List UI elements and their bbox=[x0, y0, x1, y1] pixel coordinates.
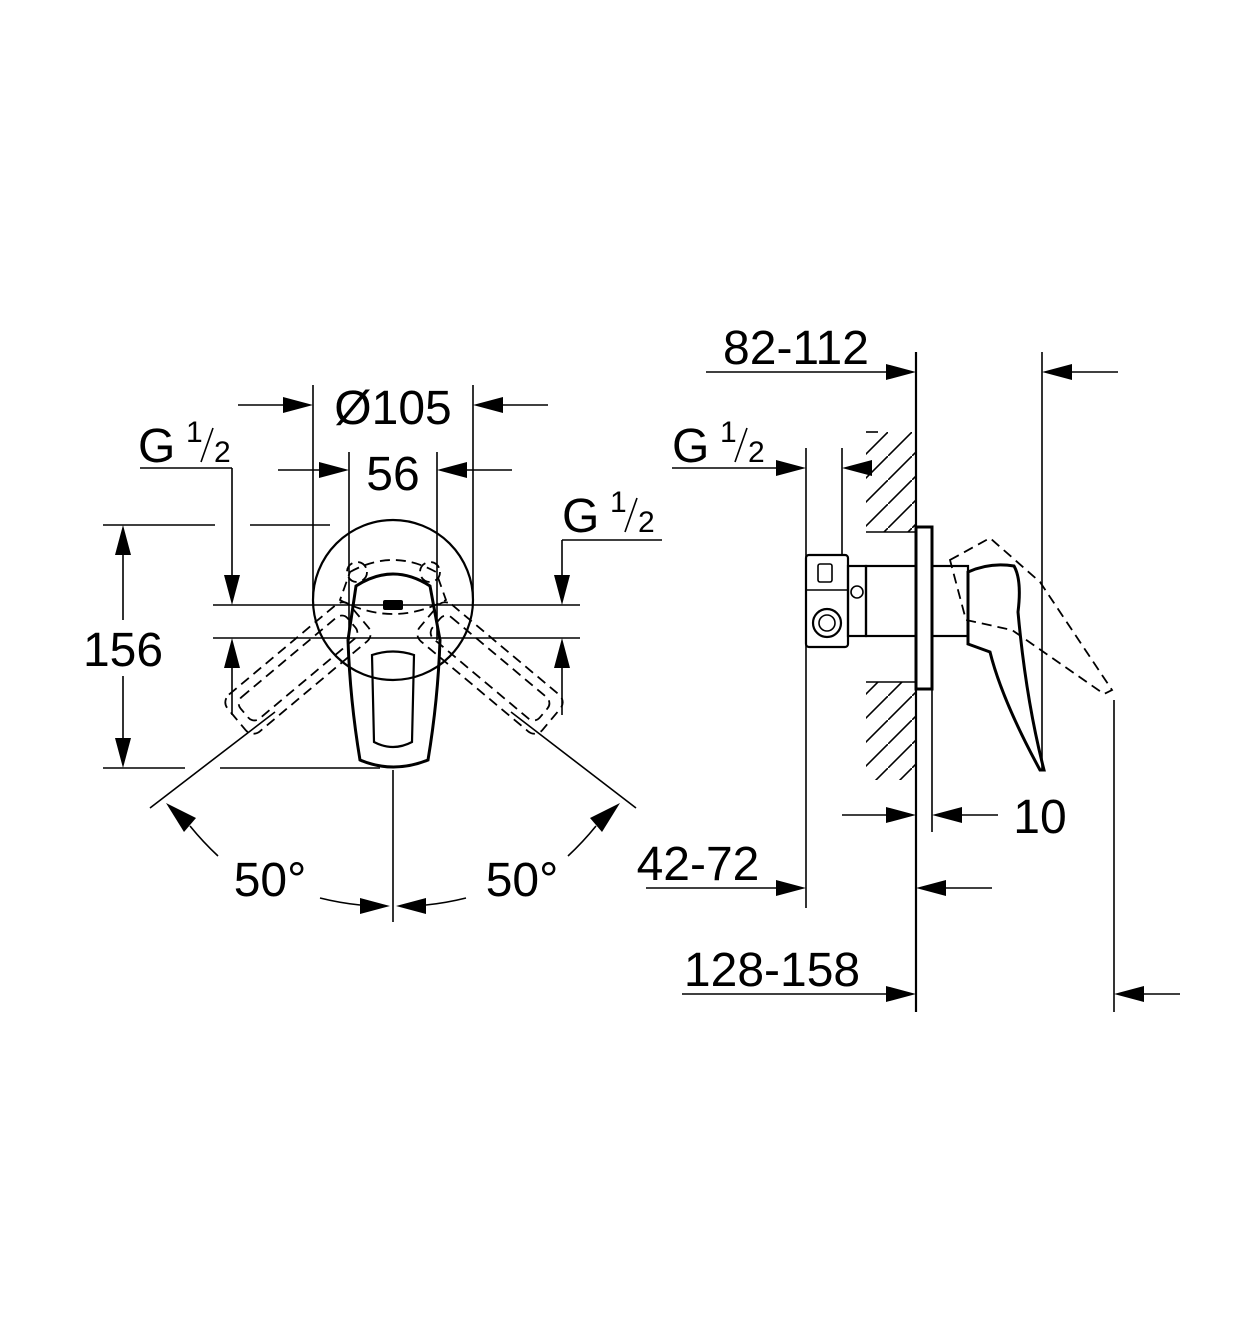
height-dimension: 156 bbox=[83, 524, 380, 769]
rosette-thickness-dimension: 10 bbox=[842, 689, 1067, 844]
side-view: 82-112 G 1 2 10 4 bbox=[637, 322, 1180, 1012]
side-inlet-dimension: G 1 2 bbox=[672, 416, 872, 908]
cartridge-hub bbox=[338, 559, 448, 615]
inlet-left-dimension: G 1 2 bbox=[138, 416, 240, 715]
inlet-right-den: 2 bbox=[638, 506, 655, 539]
rosette-plate bbox=[311, 518, 475, 682]
depth-bottom-dimension: 128-158 bbox=[682, 700, 1180, 1012]
lever-rotated-right bbox=[416, 601, 564, 735]
depth-bottom-label: 128-158 bbox=[684, 944, 860, 997]
wall-section bbox=[866, 352, 918, 1012]
lever-handle bbox=[346, 572, 442, 769]
rosette-thickness-label: 10 bbox=[1013, 791, 1066, 844]
inlet-left-g: G bbox=[138, 420, 175, 473]
side-inlet-den: 2 bbox=[748, 436, 765, 469]
inlet-left-den: 2 bbox=[214, 436, 231, 469]
inlet-left-num: 1 bbox=[186, 416, 203, 449]
center-distance-dimension: 56 bbox=[278, 448, 512, 640]
lever-rotated-left bbox=[224, 601, 372, 735]
diameter-label: Ø105 bbox=[334, 382, 451, 435]
height-label: 156 bbox=[83, 624, 163, 677]
valve-body bbox=[804, 525, 1046, 772]
diameter-dimension: Ø105 bbox=[238, 382, 548, 600]
depth-mid-dimension: 42-72 bbox=[637, 838, 992, 896]
front-view: Ø105 56 156 bbox=[83, 382, 662, 922]
center-distance-label: 56 bbox=[366, 448, 419, 501]
inlet-right-num: 1 bbox=[610, 486, 627, 519]
angle-left-label: 50° bbox=[234, 854, 307, 907]
depth-mid-label: 42-72 bbox=[637, 838, 760, 891]
depth-top-dimension: 82-112 bbox=[706, 322, 1118, 770]
inlet-right-g: G bbox=[562, 490, 599, 543]
angle-dimensions: 50° 50° bbox=[149, 711, 637, 922]
inlet-right-dimension: G 1 2 bbox=[554, 486, 662, 715]
side-inlet-num: 1 bbox=[720, 416, 737, 449]
side-inlet-g: G bbox=[672, 420, 709, 473]
angle-right-label: 50° bbox=[486, 854, 559, 907]
lever-raised-dashed bbox=[948, 536, 1114, 696]
depth-top-label: 82-112 bbox=[723, 322, 869, 375]
